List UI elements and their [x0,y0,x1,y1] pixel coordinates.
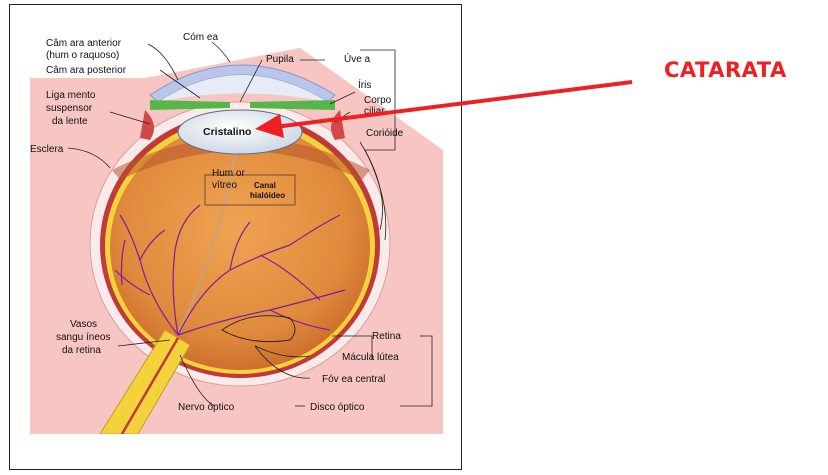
label-iris: Íris [358,78,371,91]
label-ligamento: Liga mento [46,90,96,101]
label-camara-anterior: Câm ara anterior [46,38,122,49]
label-nervo: Nervo óptico [178,402,235,413]
label-hialoideo: hialóideo [250,191,285,200]
label-cornea: Cóm ea [183,32,218,43]
label-uvea: Úve a [344,52,371,65]
label-da-lente: da lente [52,116,88,127]
label-humor: Hum or [212,168,245,179]
label-vitreo: vítreo [212,180,237,191]
callout-catarata: CATARATA [664,58,787,82]
label-fovea: Fóv ea central [322,374,385,385]
label-canal: Canal [254,181,276,190]
label-corpo: Corpo [364,95,392,106]
label-disco: Disco óptico [310,402,365,413]
label-da-retina: da retina [62,345,101,356]
label-pupila: Pupila [266,54,294,65]
label-vasos: Vasos [70,319,97,330]
label-suspensor: suspensor [46,103,93,114]
label-camara-posterior: Câm ara posterior [46,65,127,76]
label-coroide: Corióide [366,128,404,139]
label-cristalino: Cristalino [203,126,251,138]
label-retina: Retina [372,331,401,342]
label-humor-aquoso: (hum o raquoso) [46,50,119,61]
label-sanguineos: sangu íneos [56,332,111,343]
label-esclera: Esclera [30,144,64,155]
label-macula: Mácula lútea [342,352,399,363]
